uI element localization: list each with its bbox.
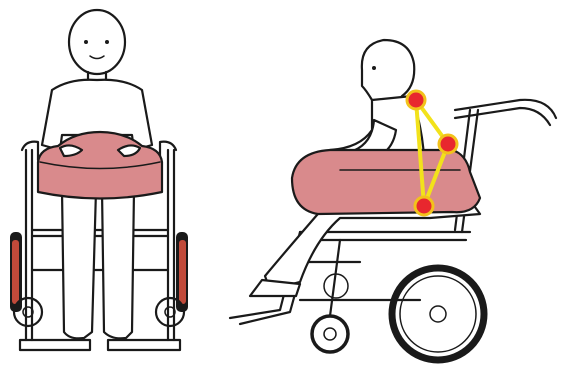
- rear-wheel: [392, 268, 484, 360]
- head: [69, 10, 125, 74]
- side-view: [230, 40, 556, 360]
- cushion-side: [292, 150, 480, 214]
- front-view: [10, 10, 188, 350]
- right-leg: [102, 190, 134, 338]
- head: [362, 40, 414, 104]
- foot: [250, 280, 300, 296]
- left-leg: [62, 190, 96, 338]
- cushion-icon: [292, 150, 480, 214]
